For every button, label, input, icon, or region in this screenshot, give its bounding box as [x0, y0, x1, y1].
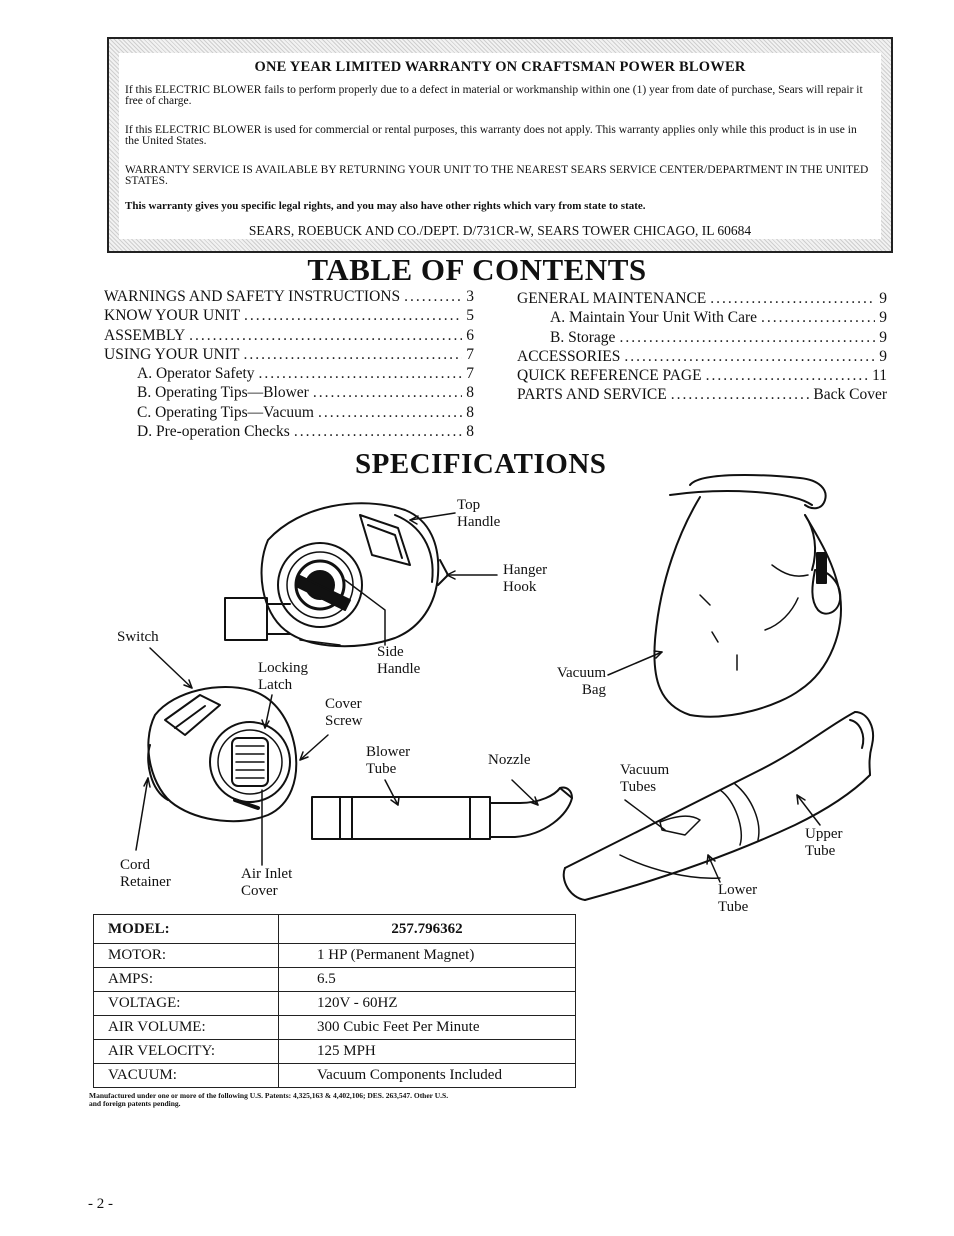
toc-entry: PARTS AND SERVICE Back Cover	[517, 386, 887, 405]
toc-entry-page: 9	[879, 309, 887, 327]
table-row: MOTOR:1 HP (Permanent Magnet)	[93, 943, 576, 968]
table-cell-key: AIR VOLUME:	[93, 1015, 279, 1040]
toc-entry-label: ACCESSORIES	[517, 347, 621, 365]
callout-leader-lines	[135, 512, 821, 883]
toc-entry-page: 9	[879, 347, 887, 365]
warranty-paragraph: WARRANTY SERVICE IS AVAILABLE BY RETURNI…	[125, 164, 869, 187]
toc-entry: B. Operating Tips—Blower 8	[104, 384, 474, 403]
warranty-paragraph: If this ELECTRIC BLOWER fails to perform…	[125, 84, 863, 107]
toc-entry: ASSEMBLY 6	[104, 327, 474, 346]
table-cell-key: AIR VELOCITY:	[93, 1039, 279, 1064]
toc-entry-page: 7	[466, 365, 474, 383]
table-row: AMPS:6.5	[93, 967, 576, 992]
toc-entry: D. Pre-operation Checks 8	[104, 423, 474, 442]
toc-entry-page: 11	[872, 367, 887, 385]
table-row: AIR VELOCITY:125 MPH	[93, 1039, 576, 1064]
vacuum-bag-illustration	[653, 474, 842, 718]
toc-entry: A. Maintain Your Unit With Care 9	[517, 309, 887, 328]
toc-entry: WARNINGS AND SAFETY INSTRUCTIONS 3	[104, 288, 474, 307]
toc-heading: TABLE OF CONTENTS	[307, 252, 647, 287]
toc-entry-label: QUICK REFERENCE PAGE	[517, 367, 702, 385]
table-cell-key: VACUUM:	[93, 1063, 279, 1088]
patent-note: Manufactured under one or more of the fo…	[89, 1091, 449, 1108]
toc-entry-page: Back Cover	[813, 386, 887, 404]
toc-entry: A. Operator Safety 7	[104, 365, 474, 384]
warranty-address: SEARS, ROEBUCK AND CO./DEPT. D/731CR-W, …	[248, 223, 752, 238]
toc-entry: KNOW YOUR UNIT 5	[104, 307, 474, 326]
toc-entry-page: 3	[466, 288, 474, 305]
toc-entry: GENERAL MAINTENANCE 9	[517, 290, 887, 309]
toc-entry: USING YOUR UNIT 7	[104, 346, 474, 365]
table-row: VACUUM:Vacuum Components Included	[93, 1063, 576, 1088]
toc-entry-page: 6	[466, 326, 474, 344]
toc-entry-label: WARNINGS AND SAFETY INSTRUCTIONS	[104, 288, 401, 305]
table-cell-value: 6.5	[278, 967, 576, 992]
vacuum-tubes-illustration	[562, 711, 874, 901]
toc-entry-label: A. Maintain Your Unit With Care	[550, 309, 758, 327]
table-cell-value: 300 Cubic Feet Per Minute	[278, 1015, 576, 1040]
label-nozzle: Nozzle	[488, 752, 531, 768]
table-header-row: MODEL: 257.796362	[93, 914, 576, 944]
toc-entry-label: A. Operator Safety	[137, 365, 255, 383]
toc-entry-page: 5	[466, 307, 474, 325]
toc-entry: B. Storage 9	[517, 329, 887, 348]
table-cell-value: 120V - 60HZ	[278, 991, 576, 1016]
toc-entry-page: 9	[879, 328, 887, 346]
toc-right-column: GENERAL MAINTENANCE9A. Maintain Your Uni…	[517, 290, 887, 406]
toc-entry: ACCESSORIES 9	[517, 348, 887, 367]
toc-entry-label: KNOW YOUR UNIT	[104, 307, 241, 325]
blower-upper-view	[224, 502, 449, 648]
toc-entry-label: USING YOUR UNIT	[104, 345, 240, 363]
page-number: - 2 -	[88, 1196, 113, 1212]
table-cell-value: Vacuum Components Included	[278, 1063, 576, 1088]
table-cell-key: MOTOR:	[93, 943, 279, 968]
warranty-box: ONE YEAR LIMITED WARRANTY ON CRAFTSMAN P…	[107, 37, 893, 253]
warranty-paragraph: If this ELECTRIC BLOWER is used for comm…	[125, 124, 857, 147]
toc-entry: C. Operating Tips—Vacuum 8	[104, 404, 474, 423]
table-cell-value: 1 HP (Permanent Magnet)	[278, 943, 576, 968]
toc-entry-page: 8	[466, 403, 474, 421]
warranty-title: ONE YEAR LIMITED WARRANTY ON CRAFTSMAN P…	[254, 59, 746, 75]
toc-entry-page: 7	[466, 345, 474, 363]
toc-entry-label: D. Pre-operation Checks	[137, 423, 290, 441]
toc-entry-label: B. Storage	[550, 328, 616, 346]
table-cell-key: VOLTAGE:	[93, 991, 279, 1016]
toc-entry-label: B. Operating Tips—Blower	[137, 384, 309, 402]
toc-entry-page: 9	[879, 290, 887, 307]
table-cell-key: AMPS:	[93, 967, 279, 992]
toc-entry-label: GENERAL MAINTENANCE	[517, 290, 707, 307]
toc-entry-label: ASSEMBLY	[104, 326, 186, 344]
toc-entry-page: 8	[466, 423, 474, 441]
table-header-key: MODEL:	[93, 914, 279, 944]
label-switch: Switch	[117, 629, 159, 645]
table-row: VOLTAGE:120V - 60HZ	[93, 991, 576, 1016]
table-row: AIR VOLUME:300 Cubic Feet Per Minute	[93, 1015, 576, 1040]
specifications-heading: SPECIFICATIONS	[355, 448, 607, 480]
warranty-panel: ONE YEAR LIMITED WARRANTY ON CRAFTSMAN P…	[119, 53, 881, 239]
table-header-value: 257.796362	[278, 914, 576, 944]
warranty-paragraph: This warranty gives you specific legal r…	[125, 200, 646, 212]
toc-entry: QUICK REFERENCE PAGE 11	[517, 367, 887, 386]
toc-entry-label: C. Operating Tips—Vacuum	[137, 403, 314, 421]
table-cell-value: 125 MPH	[278, 1039, 576, 1064]
toc-entry-label: PARTS AND SERVICE	[517, 386, 667, 404]
toc-entry-page: 8	[466, 384, 474, 402]
specifications-table: MODEL: 257.796362 MOTOR:1 HP (Permanent …	[93, 914, 576, 1088]
